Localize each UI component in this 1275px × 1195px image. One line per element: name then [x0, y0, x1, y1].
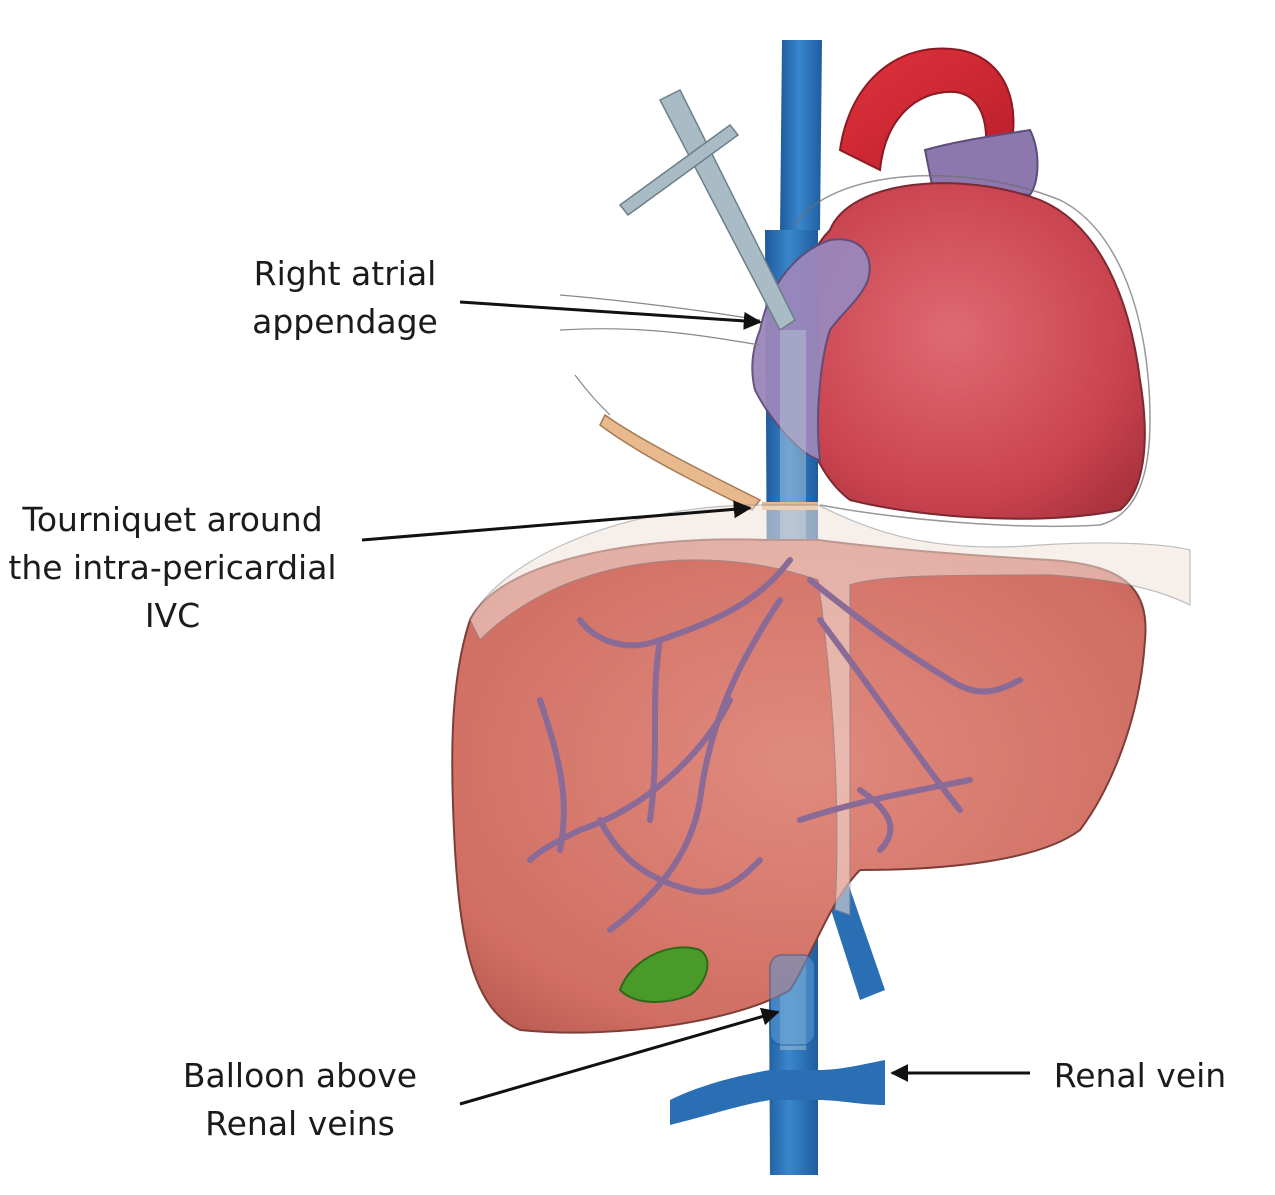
arrow-balloon: [459, 1007, 780, 1106]
heart: [793, 182, 1146, 520]
gallbladder: [618, 946, 709, 1003]
tourniquet-tube: [599, 413, 762, 511]
arrow-tourniquet: [361, 500, 752, 542]
label-tourniquet: Tourniquet around the intra-pericardial …: [8, 500, 337, 635]
arrow-right-atrial-appendage: [459, 300, 762, 330]
diaphragm-sheet: [469, 504, 1191, 916]
superior-vena-cava: [780, 40, 822, 235]
label-balloon: Balloon above Renal veins: [182, 1056, 418, 1143]
catheter: [658, 88, 796, 332]
renal-veins: [670, 1060, 885, 1125]
label-renal-vein: Renal vein: [1053, 1056, 1227, 1095]
suture-threads: [559, 294, 761, 416]
label-right-atrial-appendage: Right atrial appendage: [252, 254, 438, 341]
hepatic-veins: [527, 557, 1023, 933]
catheter-side-port: [618, 123, 740, 217]
pericardium: [794, 174, 1151, 528]
occlusion-balloon: [769, 954, 816, 1046]
